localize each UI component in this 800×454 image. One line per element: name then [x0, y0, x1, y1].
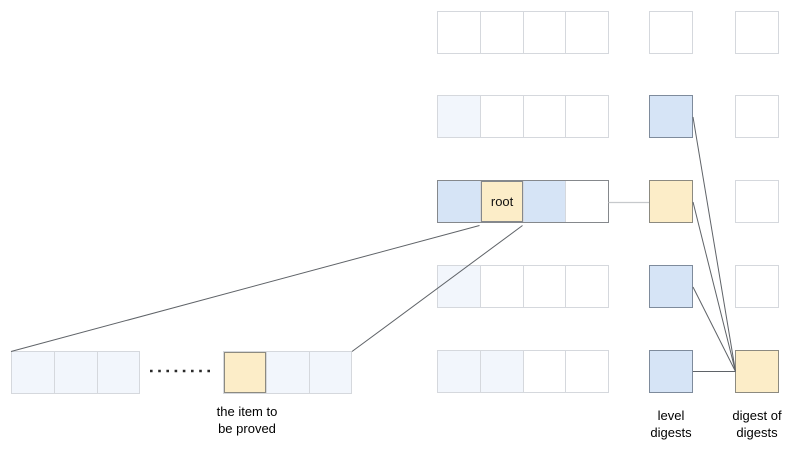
- right-column-box-2: [735, 95, 779, 138]
- level-digest-box-2: [649, 95, 693, 138]
- right-column-box-3: [735, 180, 779, 223]
- cell-plain: [565, 181, 608, 222]
- bottom-item-row: [223, 351, 353, 394]
- level-digests-label: level digests: [650, 408, 692, 440]
- level-digest-box-3: [649, 180, 693, 223]
- item-label: the item to be proved: [216, 404, 278, 436]
- cell-plain: [522, 12, 566, 53]
- cell-plain: [522, 266, 566, 307]
- digest-of-digests-box: [735, 350, 779, 393]
- cell-plain: [565, 12, 608, 53]
- hash-row-3-root: root: [437, 180, 609, 223]
- hash-row-5: [437, 350, 609, 393]
- cell-plain: [480, 96, 523, 137]
- root-cell: root: [480, 181, 523, 222]
- line-rootdigest-to-digestofdigests: [692, 201, 736, 372]
- hash-row-4: [437, 265, 609, 308]
- cell-blue: [438, 181, 481, 222]
- cell-tint: [308, 352, 352, 393]
- cell-tint: [438, 96, 481, 137]
- bottom-left-row: [11, 351, 141, 394]
- cell-tint: [480, 351, 523, 392]
- level-digest-box-4: [649, 265, 693, 308]
- cell-plain: [522, 96, 566, 137]
- line-level4-to-digestofdigests: [692, 286, 736, 372]
- line-level2-to-digestofdigests: [692, 116, 736, 372]
- level-digest-box-5: [649, 350, 693, 393]
- cell-plain: [565, 351, 608, 392]
- cell-plain: [522, 351, 566, 392]
- cell-plain: [438, 12, 481, 53]
- cell-tint: [438, 266, 481, 307]
- cell-tint: [12, 352, 55, 393]
- right-column-box-4: [735, 265, 779, 308]
- hash-row-2: [437, 95, 609, 138]
- cell-blue: [522, 181, 566, 222]
- cell-plain: [480, 12, 523, 53]
- cell-tint: [266, 352, 309, 393]
- digest-of-digests-label: digest of digests: [732, 408, 782, 440]
- hash-row-1: [437, 11, 609, 54]
- cell-plain: [480, 266, 523, 307]
- cell-tint: [96, 352, 140, 393]
- item-cell: [224, 352, 267, 393]
- cell-plain: [565, 96, 608, 137]
- cell-tint: [438, 351, 481, 392]
- cell-tint: [54, 352, 97, 393]
- line-leftrow-to-root: [10, 225, 480, 352]
- level-digest-box-1: [649, 11, 693, 54]
- right-column-box-1: [735, 11, 779, 54]
- cell-plain: [565, 266, 608, 307]
